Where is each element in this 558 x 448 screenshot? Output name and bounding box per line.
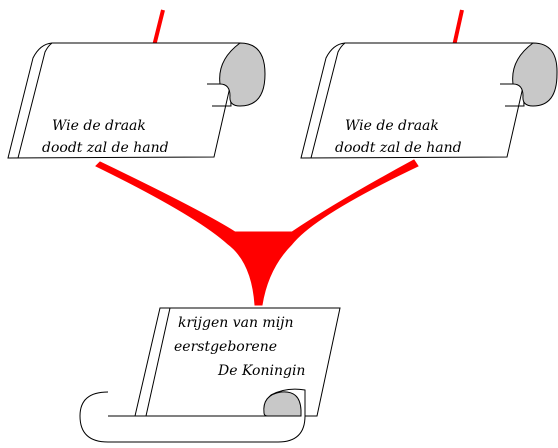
scroll-left-sheet bbox=[7, 42, 241, 159]
scroll-bottom-left-edge bbox=[145, 307, 171, 417]
scroll-left-roll bbox=[219, 42, 266, 107]
scroll-left: Wie de draak doodt zal de hand bbox=[7, 42, 266, 159]
scroll-left-line-1: Wie de draak bbox=[52, 118, 146, 134]
scroll-right-roll bbox=[512, 42, 558, 107]
scroll-bottom-line-2: eerstgeborene bbox=[174, 339, 277, 355]
scroll-left-line-2: doodt zal de hand bbox=[42, 140, 169, 156]
scroll-right-sheet bbox=[300, 42, 534, 159]
right-top-mark bbox=[452, 9, 464, 47]
scroll-left-roll-edge bbox=[17, 42, 53, 159]
scroll-right-line-2: doodt zal de hand bbox=[335, 140, 462, 156]
scroll-bottom-line-1: krijgen van mijn bbox=[178, 315, 294, 331]
left-top-mark bbox=[152, 9, 165, 47]
merge-funnel bbox=[95, 159, 419, 306]
scroll-right-roll-edge bbox=[310, 42, 346, 159]
scroll-bottom-line-3: De Koningin bbox=[217, 363, 305, 379]
red-connectors bbox=[95, 9, 464, 306]
scroll-bottom-roll-end bbox=[263, 391, 302, 417]
scroll-right-line-1: Wie de draak bbox=[345, 118, 439, 134]
scroll-right: Wie de draak doodt zal de hand bbox=[300, 42, 558, 159]
scroll-bottom: krijgen van mijn eerstgeborene De Koning… bbox=[79, 307, 341, 443]
scroll-bottom-sheet bbox=[134, 307, 341, 417]
